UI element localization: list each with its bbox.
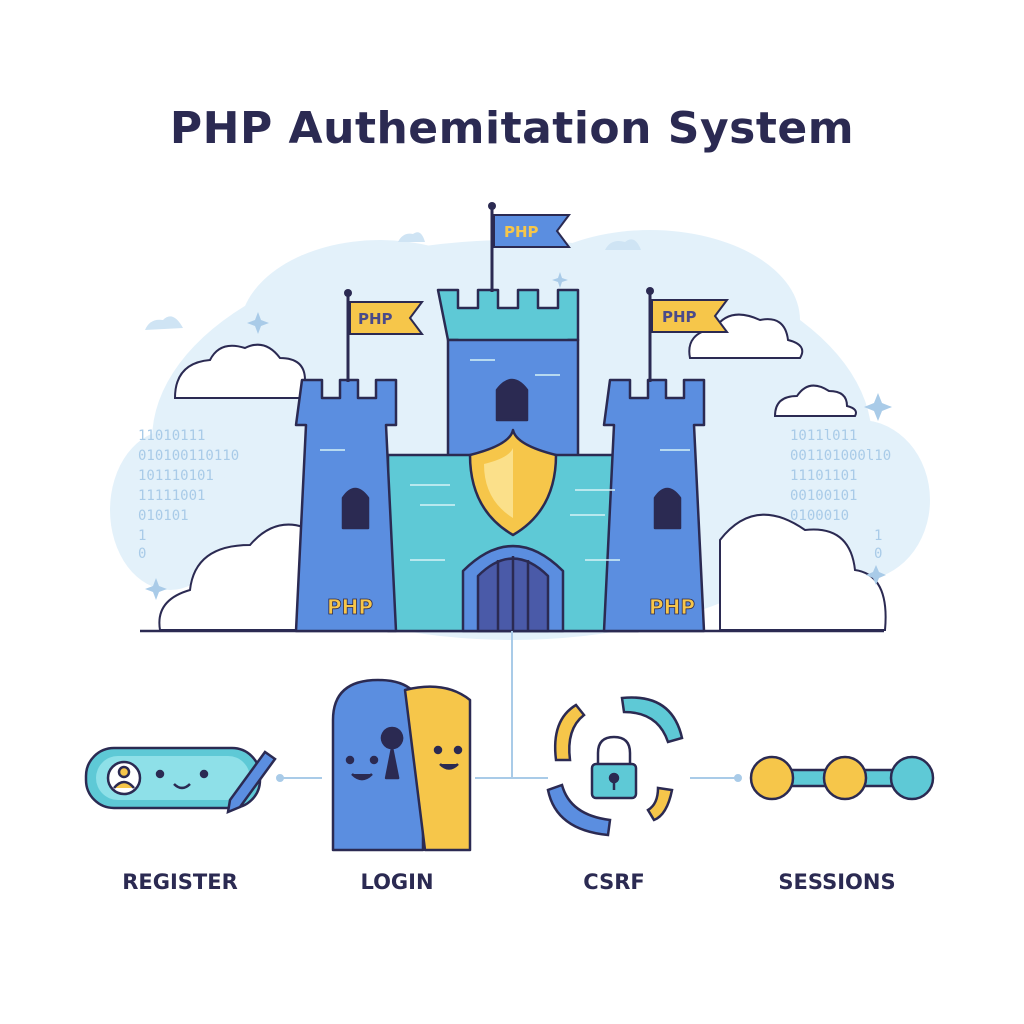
binary-line: 101110101: [138, 468, 214, 484]
binary-line: 0100010: [790, 508, 849, 524]
tower-label-left: PHP: [327, 595, 373, 619]
binary-line: 1: [874, 528, 882, 544]
door-icon: [331, 678, 472, 852]
flag-right: PHP: [646, 287, 729, 382]
castle-texture: [320, 359, 690, 561]
cloud-icon: [145, 232, 641, 330]
binary-line: 11010111: [138, 428, 205, 444]
binary-left: 11010111 010100110110 101110101 11111001…: [138, 428, 239, 562]
binary-line: 00100101: [790, 488, 857, 504]
register-pill-icon: [84, 746, 277, 815]
binary-line: 1: [138, 528, 146, 544]
flag-label: PHP: [662, 308, 697, 326]
feature-label-sessions: SESSIONS: [778, 870, 896, 894]
binary-line: 11101101: [790, 468, 857, 484]
chain-icon: [749, 755, 935, 801]
binary-line: 1011l011: [790, 428, 857, 444]
cloud-icon: [719, 513, 887, 631]
flag-left: PHP: [344, 289, 424, 382]
flag-center: PHP: [488, 202, 571, 292]
tower-label-right: PHP: [649, 595, 695, 619]
binary-line: 010101: [138, 508, 189, 524]
connector-lines: [276, 631, 742, 782]
sparkle-icon: [145, 272, 892, 600]
page-title: PHP Authemitation System: [169, 103, 855, 154]
feature-label-csrf: CSRF: [583, 870, 645, 894]
castle-icon: [294, 288, 706, 633]
binary-line: 11111001: [138, 488, 205, 504]
binary-right: 1011l011 001101000l10 11101101 00100101 …: [790, 428, 891, 562]
binary-line: 0: [874, 546, 882, 562]
binary-line: 001101000l10: [790, 448, 891, 464]
binary-line: 0: [138, 546, 146, 562]
flag-label: PHP: [358, 310, 393, 328]
feature-label-register: REGISTER: [122, 870, 238, 894]
flag-label: PHP: [504, 223, 539, 241]
binary-line: 010100110110: [138, 448, 239, 464]
feature-label-login: LOGIN: [360, 870, 434, 894]
cloud-icon: [773, 384, 857, 417]
padlock-icon: [546, 696, 684, 837]
